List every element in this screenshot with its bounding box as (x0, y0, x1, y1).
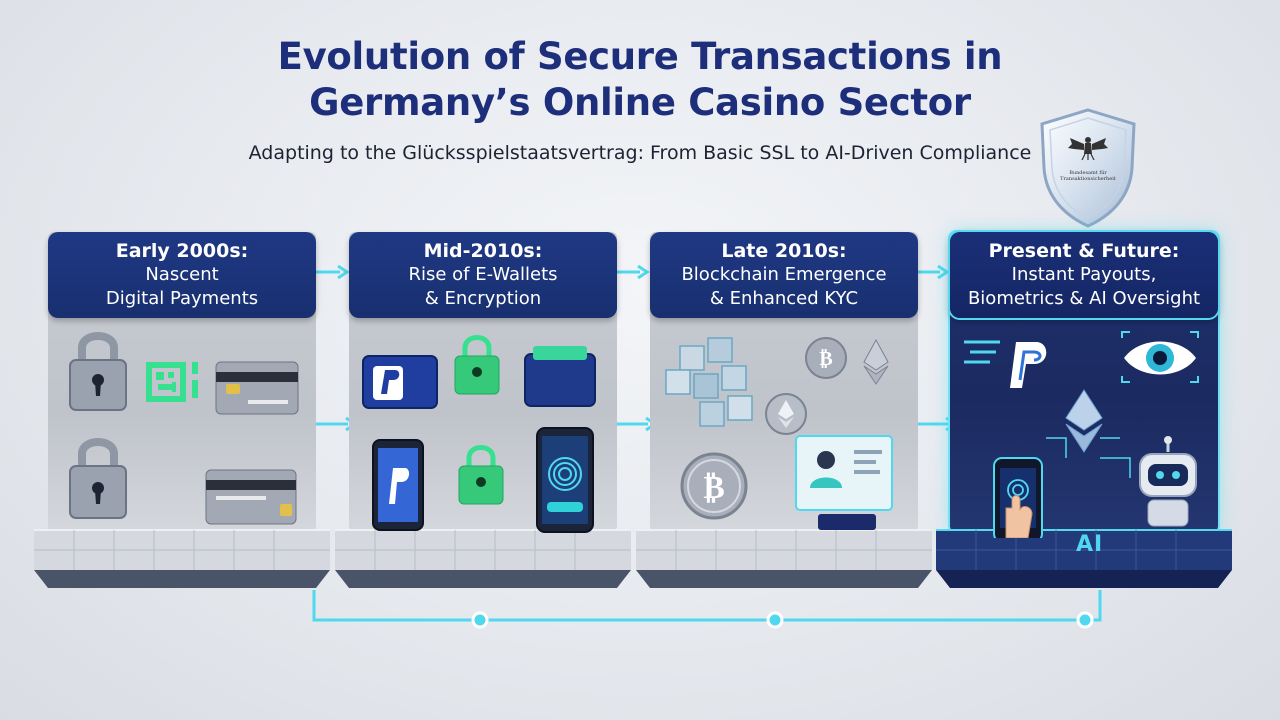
flow-arrow-1 (314, 264, 350, 280)
robot-icon (1139, 436, 1197, 527)
stage-desc-line1: Blockchain Emergence (681, 264, 887, 285)
blockchain-cubes-icon (665, 337, 753, 427)
stage-era: Present & Future: (988, 240, 1180, 262)
stage-early-2000s: Early 2000s: Nascent Digital Payments (34, 232, 330, 592)
timeline-node-1 (471, 611, 489, 629)
stage-present-future: AI Present & Future: Instant Payouts, Bi… (936, 232, 1232, 592)
stage-desc-line2: & Enhanced KYC (709, 288, 859, 309)
page-subtitle: Adapting to the Glücksspielstaatsvertrag… (248, 142, 1032, 164)
flow-arrow-3 (914, 264, 950, 280)
stage-header: Mid-2010s: Rise of E-Wallets & Encryptio… (349, 232, 617, 318)
seal-text: Bundesamt für Transaktionsicherheit (1060, 170, 1116, 182)
id-verification-icon (795, 435, 893, 530)
stage-header: Present & Future: Instant Payouts, Biome… (950, 232, 1218, 318)
eagle-shield-icon: Bundesamt für Transaktionsicherheit (1036, 106, 1140, 230)
padlock-icon (458, 445, 504, 505)
stage-platform (34, 529, 330, 588)
stage-era: Early 2000s: (115, 240, 249, 262)
stage-header: Late 2010s: Blockchain Emergence & Enhan… (650, 232, 918, 318)
stage-desc-line2: & Encryption (424, 288, 542, 309)
qr-code-icon (146, 362, 198, 402)
paypal-icon (964, 340, 1047, 388)
e-wallet-icon (524, 346, 596, 407)
flow-arrow-2 (614, 264, 650, 280)
eye-scan-icon (1121, 331, 1199, 383)
ethereum-icon (1065, 389, 1103, 453)
credit-card-icon (205, 469, 297, 525)
padlock-icon (454, 335, 500, 395)
bitcoin-icon: ₿ (680, 452, 748, 520)
credit-card-icon (215, 361, 299, 415)
title-line-1: Evolution of Secure Transactions in (277, 35, 1003, 78)
title-line-2: Germany’s Online Casino Sector (309, 81, 971, 124)
stage-desc-line2: Biometrics & AI Oversight (967, 288, 1201, 309)
fingerprint-phone-icon (993, 457, 1043, 543)
page-title: Evolution of Secure Transactions in Germ… (0, 34, 1280, 126)
stage-desc-line1: Rise of E-Wallets (408, 264, 558, 285)
fingerprint-icon (536, 427, 594, 533)
stage-era: Late 2010s: (721, 240, 847, 262)
timeline-node-3 (1076, 611, 1094, 629)
padlock-icon (69, 332, 127, 411)
stage-mid-2010s: Mid-2010s: Rise of E-Wallets & Encryptio… (335, 232, 631, 592)
ethereum-icon (765, 393, 807, 435)
svg-text:₿: ₿ (703, 468, 724, 506)
stage-desc-line1: Nascent (145, 264, 219, 285)
svg-text:₿: ₿ (819, 346, 832, 370)
stage-late-2010s: ₿ ₿ (636, 232, 932, 592)
bitcoin-icon: ₿ (805, 337, 847, 379)
stage-platform (936, 529, 1232, 588)
stage-platform (636, 529, 932, 588)
stage-era: Mid-2010s: (423, 240, 543, 262)
smartphone-icon (372, 439, 424, 531)
e-wallet-icon (362, 355, 438, 409)
padlock-icon (69, 438, 127, 519)
stage-desc-line1: Instant Payouts, (1011, 264, 1157, 285)
timeline-connector (312, 590, 1102, 629)
ethereum-icon (863, 338, 889, 385)
stage-desc-line2: Digital Payments (105, 288, 259, 309)
circuit-lines (1046, 437, 1131, 478)
ai-label: AI (1076, 532, 1104, 557)
timeline-node-2 (766, 611, 784, 629)
stage-header: Early 2000s: Nascent Digital Payments (48, 232, 316, 318)
